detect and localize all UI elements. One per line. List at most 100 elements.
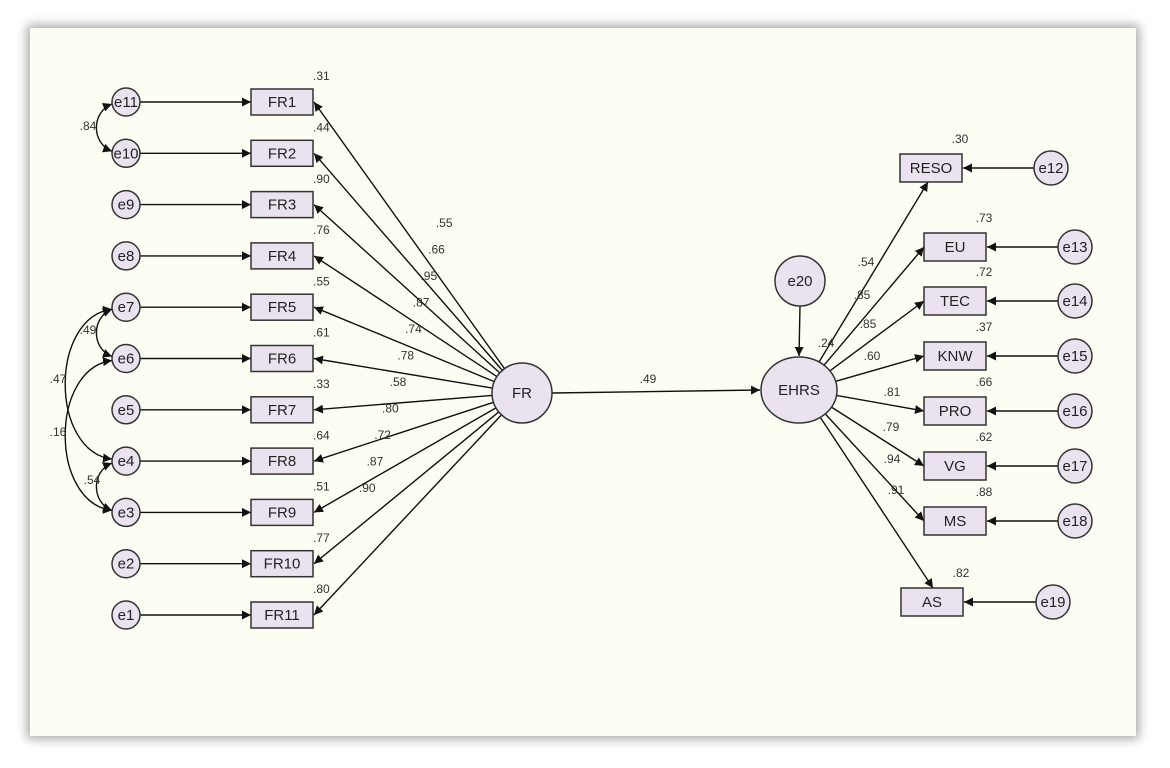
error-e8: [111, 241, 141, 271]
r2-label: .61: [313, 326, 330, 340]
covariance-e4-e3: [95, 462, 113, 512]
indicator-label: PRO: [939, 403, 972, 420]
indicator-label: FR1: [268, 94, 296, 111]
covariance-label: .84: [80, 119, 97, 133]
indicator-fr2: [250, 139, 314, 168]
error-e7: [111, 292, 141, 322]
error-e18: [1057, 503, 1093, 539]
covariance-e7-e4: [64, 305, 113, 463]
error-e17: [1057, 448, 1093, 484]
structural-path-arrow: [551, 385, 761, 395]
r2-label: .44: [313, 120, 330, 134]
covariance-e6-e3: [64, 357, 113, 514]
indicator-fr8: [250, 447, 314, 475]
loading-arrow-tec: [829, 300, 925, 372]
loading-label: .79: [883, 420, 900, 434]
indicator-fr11: [250, 601, 314, 629]
error-e9: [111, 189, 141, 220]
error-e4: [111, 446, 141, 476]
indicator-label: FR10: [264, 556, 301, 573]
indicator-label: FR7: [268, 402, 296, 419]
loading-arrow-fr5: [313, 306, 495, 383]
r2-label: .77: [313, 531, 330, 545]
error-e20: [774, 255, 826, 307]
error-e16: [1057, 393, 1093, 429]
error-label: e17: [1062, 458, 1087, 475]
error-label: e18: [1062, 513, 1087, 530]
loading-arrow-fr1: [313, 101, 506, 370]
indicator-label: FR9: [268, 504, 296, 521]
error-e14: [1057, 283, 1093, 319]
r2-label: .62: [976, 430, 993, 444]
error-label: e8: [118, 248, 135, 265]
error-label: e16: [1062, 403, 1087, 420]
r2-label: .37: [976, 320, 993, 334]
error-e19: [1035, 584, 1071, 620]
loading-label: .78: [397, 349, 414, 363]
loading-label: .80: [382, 402, 399, 416]
error-label: e6: [118, 350, 135, 367]
loading-label: .54: [858, 255, 875, 269]
indicator-pro: [923, 396, 987, 426]
loading-label: .74: [405, 322, 422, 336]
error-label: e12: [1038, 160, 1063, 177]
indicator-label: FR8: [268, 453, 296, 470]
loading-arrow-fr3: [313, 204, 501, 374]
loading-arrow-fr9: [313, 407, 497, 514]
covariance-label: .54: [84, 473, 101, 487]
latent-ehrs: [760, 356, 838, 424]
loading-arrow-pro: [836, 394, 925, 414]
error-label: e2: [118, 556, 135, 573]
covariance-label: .16: [50, 425, 67, 439]
error-e15: [1057, 338, 1093, 374]
indicator-label: FR6: [268, 350, 296, 367]
loading-label: .85: [860, 317, 877, 331]
error-label: e4: [118, 453, 135, 470]
error-e13: [1057, 229, 1093, 265]
loading-arrow-as: [819, 416, 934, 589]
r2-label: .90: [313, 172, 330, 186]
covariance-label: .49: [80, 323, 97, 337]
loading-label: .90: [359, 481, 376, 495]
indicator-fr9: [250, 498, 314, 527]
loading-arrow-fr7: [313, 394, 493, 414]
loading-label: .85: [854, 288, 871, 302]
error-e10: [111, 138, 141, 169]
loading-arrow-fr6: [313, 355, 493, 389]
error-e2: [111, 548, 141, 579]
error-label: e10: [113, 145, 138, 162]
indicator-fr1: [250, 88, 314, 116]
indicator-fr5: [250, 293, 314, 321]
r2-label: .64: [313, 428, 330, 442]
r2-label: .55: [313, 274, 330, 288]
loading-arrow-fr8: [313, 401, 494, 463]
r2-label: .30: [952, 132, 969, 146]
loading-label: .87: [413, 296, 430, 310]
error-e1: [111, 600, 141, 630]
error-e6: [111, 343, 141, 374]
indicator-vg: [923, 451, 987, 481]
error-label: e11: [114, 94, 138, 111]
error-label: e15: [1062, 348, 1087, 365]
loading-arrow-fr2: [313, 152, 503, 371]
indicator-ms: [923, 506, 987, 536]
error-label: e3: [118, 504, 135, 521]
error-label: e9: [118, 197, 135, 214]
loading-label: .66: [428, 243, 445, 257]
error-e11: [111, 87, 141, 117]
loading-arrow-fr4: [313, 255, 498, 378]
loading-arrow-fr10: [313, 411, 500, 565]
error-label: e20: [787, 273, 812, 290]
loading-label: .95: [420, 269, 437, 283]
indicator-label: AS: [922, 594, 942, 611]
covariance-e11-e10: [95, 103, 113, 153]
indicator-label: FR4: [268, 248, 296, 265]
loading-label: .58: [390, 375, 407, 389]
loading-arrow-fr11: [313, 414, 502, 616]
indicator-label: FR11: [264, 607, 300, 624]
error-label: e13: [1062, 239, 1087, 256]
indicator-label: KNW: [938, 348, 974, 365]
indicator-label: FR5: [268, 299, 296, 316]
indicator-fr7: [250, 396, 314, 424]
latent-ehrs-label: EHRS: [778, 382, 820, 399]
